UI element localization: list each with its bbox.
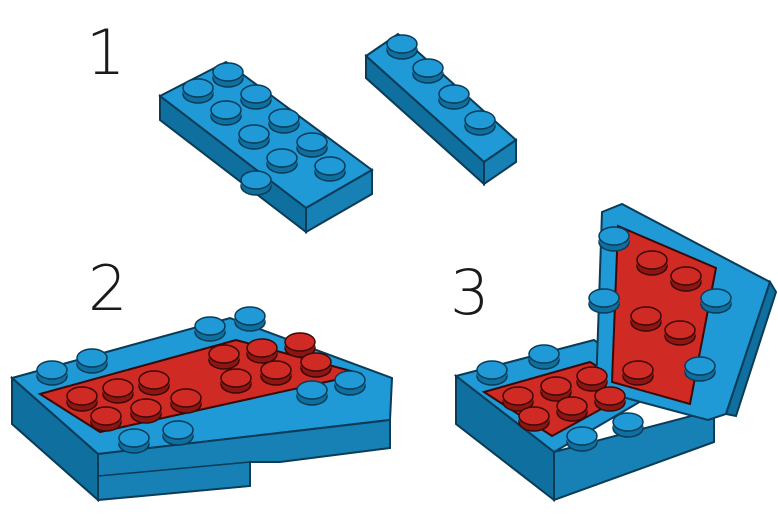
lego-plate-2x4-icon (160, 62, 372, 232)
lego-plate-1x4-icon (366, 34, 516, 184)
lego-assembly-chair-icon (456, 204, 776, 500)
lego-assembly-flat-icon (12, 307, 392, 500)
